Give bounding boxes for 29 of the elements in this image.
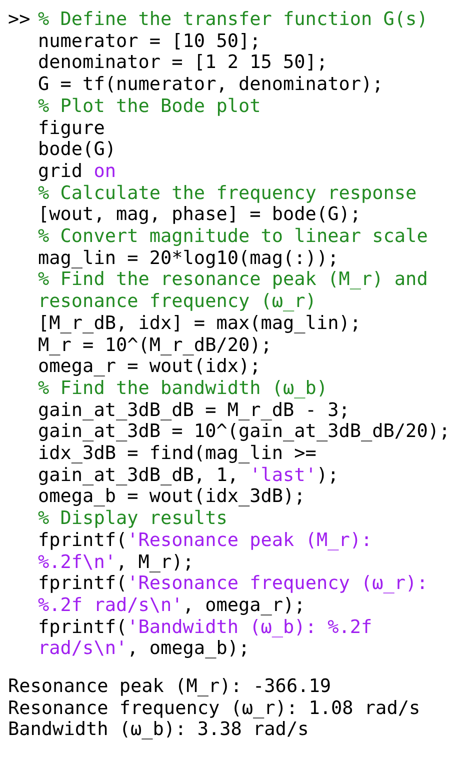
code-line: omega_r = wout(idx); (38, 356, 261, 378)
code-line: fprintf('Resonance peak (M_r): %.2f\n', M_r); (38, 530, 374, 574)
code-line: gain_at_3dB_dB = M_r_dB - 3; (38, 400, 350, 422)
code-line: % Display results (38, 508, 228, 530)
code-line: fprintf('Bandwidth (ω_b): %.2f rad/s\n', omega_b); (38, 616, 374, 660)
code-line: gain_at_3dB = 10^(gain_at_3dB_dB/20); (38, 421, 450, 444)
output-line: Bandwidth (ω_b): 3.38 rad/s (8, 719, 309, 742)
code-line: figure (38, 118, 105, 140)
code-line: [wout, mag, phase] = bode(G); (38, 204, 362, 226)
code-line: bode(G) (38, 139, 116, 161)
code-line: % Convert magnitude to linear scale (38, 226, 428, 248)
code-line: grid on (38, 160, 116, 183)
code-line: omega_b = wout(idx_3dB); (38, 486, 306, 508)
code-line: % Define the transfer function G(s) (38, 9, 428, 31)
code-line: % Find the bandwidth (ω_b) (38, 378, 328, 400)
code-line: idx_3dB = find(mag_lin >= gain_at_3dB_dB, 1, 'last'); (38, 443, 340, 486)
output-line: Resonance peak (M_r): -366.19 (8, 676, 332, 698)
code-line: % Plot the Bode plot (38, 96, 261, 118)
code-line: numerator = [10 50]; (38, 30, 261, 52)
code-line: M_r = 10^(M_r_dB/20); (38, 334, 272, 356)
code-line: [M_r_dB, idx] = max(mag_lin); (38, 312, 362, 335)
code-line: mag_lin = 20*log10(mag(:)); (38, 248, 339, 270)
code-line: denominator = [1 2 15 50]; (38, 52, 328, 74)
command-prompt: >> (8, 9, 30, 31)
code-line: % Calculate the frequency response (38, 182, 417, 204)
output-line: Resonance frequency (ω_r): 1.08 rad/s (8, 698, 420, 720)
code-line: fprintf('Resonance frequency (ω_r): %.2f rad/s\n', omega_r); (38, 573, 429, 617)
code-line: G = tf(numerator, denominator); (38, 74, 384, 96)
code-line: % Find the resonance peak (M_r) and resonance frequency (ω_r) (38, 269, 429, 313)
